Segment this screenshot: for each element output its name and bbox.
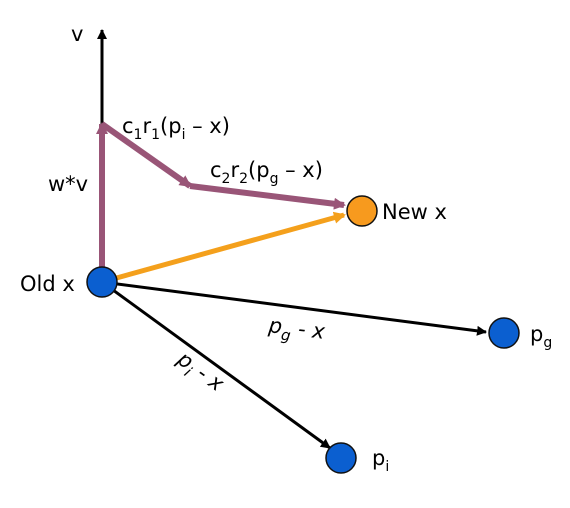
pi-node-label: pi xyxy=(372,446,389,475)
pi-node xyxy=(325,442,357,474)
cognitive-arrow xyxy=(100,121,192,189)
old-x-label: Old x xyxy=(20,272,75,296)
social-arrow xyxy=(189,183,346,210)
v-axis-label: v xyxy=(71,22,83,46)
old-x-node xyxy=(86,266,118,298)
pg-node-label: pg xyxy=(530,322,552,351)
cognitive-label: c1r1(pi – x) xyxy=(122,114,230,143)
to-pi-arrow xyxy=(101,280,331,450)
new-x-label: New x xyxy=(382,200,447,224)
new-x-node xyxy=(346,195,378,227)
social-label: c2r2(pg – x) xyxy=(210,158,323,187)
pg-node xyxy=(488,317,520,349)
pg-minus-x-label: pg - x xyxy=(266,313,327,349)
to-pg-arrow xyxy=(101,280,487,336)
result-arrow xyxy=(101,211,346,285)
wv-label: w*v xyxy=(48,172,88,196)
